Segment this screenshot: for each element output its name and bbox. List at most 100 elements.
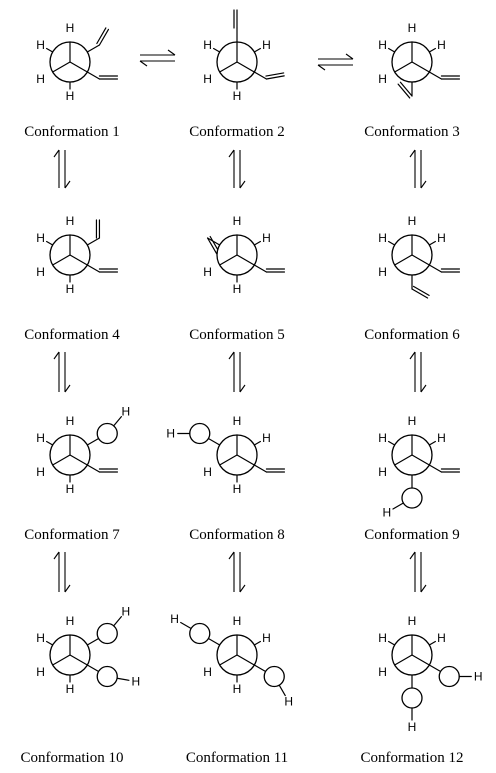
hydrogen-atom: H bbox=[233, 282, 242, 296]
hydrogen-atom: H bbox=[233, 414, 242, 428]
caption-conformation-6: Conformation 6 bbox=[364, 327, 460, 343]
hydrogen-atom: H bbox=[408, 414, 417, 428]
vinyl-double-bond bbox=[411, 288, 429, 299]
substituent-circle bbox=[189, 622, 211, 645]
hydrogen-atom: H bbox=[408, 21, 417, 35]
hydrogen-atom: H bbox=[36, 38, 45, 52]
hydrogen-atom: H bbox=[203, 465, 212, 479]
hydrogen-atom: H bbox=[408, 720, 417, 734]
hydrogen-atom: H bbox=[66, 214, 75, 228]
equilibrium-arrow-vertical-3-2 bbox=[228, 551, 246, 593]
back-bond bbox=[213, 47, 221, 53]
vinyl-double-bond bbox=[265, 75, 285, 80]
hydrogen-atom: H bbox=[203, 265, 212, 279]
hydrogen-atom: H bbox=[378, 231, 387, 245]
hydrogen-atom: H bbox=[378, 72, 387, 86]
substituent-circle bbox=[263, 665, 285, 688]
caption-conformation-4: Conformation 4 bbox=[24, 327, 120, 343]
front-bond bbox=[236, 654, 268, 673]
hydrogen-atom: H bbox=[131, 675, 140, 689]
hydrogen-atom: H bbox=[408, 214, 417, 228]
caption-conformation-1: Conformation 1 bbox=[24, 124, 119, 140]
back-bond bbox=[253, 640, 261, 646]
hydrogen-atom: H bbox=[437, 631, 446, 645]
front-bond bbox=[69, 454, 101, 473]
front-bond bbox=[236, 61, 268, 80]
hydrogen-atom: H bbox=[437, 431, 446, 445]
hydrogen-atom: H bbox=[378, 265, 387, 279]
caption-conformation-2: Conformation 2 bbox=[189, 124, 284, 140]
front-bond bbox=[69, 61, 101, 80]
hydrogen-atom: H bbox=[233, 89, 242, 103]
hydrogen-atom: H bbox=[36, 465, 45, 479]
back-bond bbox=[206, 437, 221, 446]
front-bond bbox=[236, 454, 268, 473]
front-bond bbox=[394, 654, 413, 666]
hydrogen-atom: H bbox=[66, 89, 75, 103]
caption-conformation-3: Conformation 3 bbox=[364, 124, 459, 140]
back-bond bbox=[86, 437, 101, 446]
substituent-bond bbox=[180, 621, 192, 630]
equilibrium-arrow-2-3 bbox=[317, 53, 354, 71]
hydrogen-atom: H bbox=[262, 431, 271, 445]
front-bond bbox=[69, 254, 101, 273]
front-bond bbox=[236, 254, 268, 273]
back-bond bbox=[86, 637, 101, 646]
front-bond bbox=[52, 61, 71, 73]
hydrogen-atom: H bbox=[66, 282, 75, 296]
back-bond bbox=[428, 440, 436, 446]
substituent-circle bbox=[189, 422, 211, 445]
equilibrium-arrow-vertical-1-3 bbox=[409, 149, 427, 189]
substituent-bond bbox=[116, 677, 130, 681]
back-bond bbox=[388, 47, 396, 53]
substituent-bond bbox=[278, 684, 286, 697]
back-bond bbox=[428, 240, 436, 246]
hydrogen-atom: H bbox=[408, 614, 417, 628]
substituent-bond bbox=[113, 616, 122, 627]
front-bond bbox=[394, 61, 413, 73]
back-bond bbox=[46, 640, 54, 646]
hydrogen-atom: H bbox=[66, 414, 75, 428]
back-bond bbox=[428, 47, 436, 53]
equilibrium-arrow-1-2 bbox=[139, 49, 176, 67]
front-bond bbox=[52, 454, 71, 466]
hydrogen-atom: H bbox=[203, 665, 212, 679]
front-bond bbox=[219, 61, 238, 73]
back-bond bbox=[253, 240, 261, 246]
hydrogen-atom: H bbox=[122, 604, 131, 618]
hydrogen-atom: H bbox=[203, 72, 212, 86]
hydrogen-atom: H bbox=[378, 465, 387, 479]
back-bond bbox=[206, 637, 221, 646]
hydrogen-atom: H bbox=[233, 482, 242, 496]
vinyl-double-bond bbox=[96, 27, 107, 45]
front-bond bbox=[394, 454, 413, 466]
back-bond bbox=[46, 240, 54, 246]
substituent-circle bbox=[96, 422, 118, 445]
equilibrium-arrow-vertical-1-2 bbox=[228, 149, 246, 189]
substituent-bond bbox=[392, 502, 404, 510]
hydrogen-atom: H bbox=[36, 231, 45, 245]
caption-conformation-12: Conformation 12 bbox=[361, 750, 464, 766]
front-bond bbox=[411, 654, 443, 673]
back-bond bbox=[86, 237, 101, 246]
hydrogen-atom: H bbox=[66, 614, 75, 628]
equilibrium-arrow-vertical-2-1 bbox=[53, 351, 71, 393]
front-bond bbox=[52, 654, 71, 666]
vinyl-double-bond bbox=[397, 83, 411, 99]
hydrogen-atom: H bbox=[233, 614, 242, 628]
vinyl-double-bond bbox=[265, 72, 285, 77]
hydrogen-atom: H bbox=[66, 482, 75, 496]
substituent-circle bbox=[401, 487, 423, 509]
hydrogen-atom: H bbox=[437, 38, 446, 52]
equilibrium-arrow-vertical-2-3 bbox=[409, 351, 427, 393]
caption-conformation-7: Conformation 7 bbox=[24, 527, 120, 543]
back-bond bbox=[388, 240, 396, 246]
front-bond bbox=[219, 454, 238, 466]
hydrogen-atom: H bbox=[262, 631, 271, 645]
